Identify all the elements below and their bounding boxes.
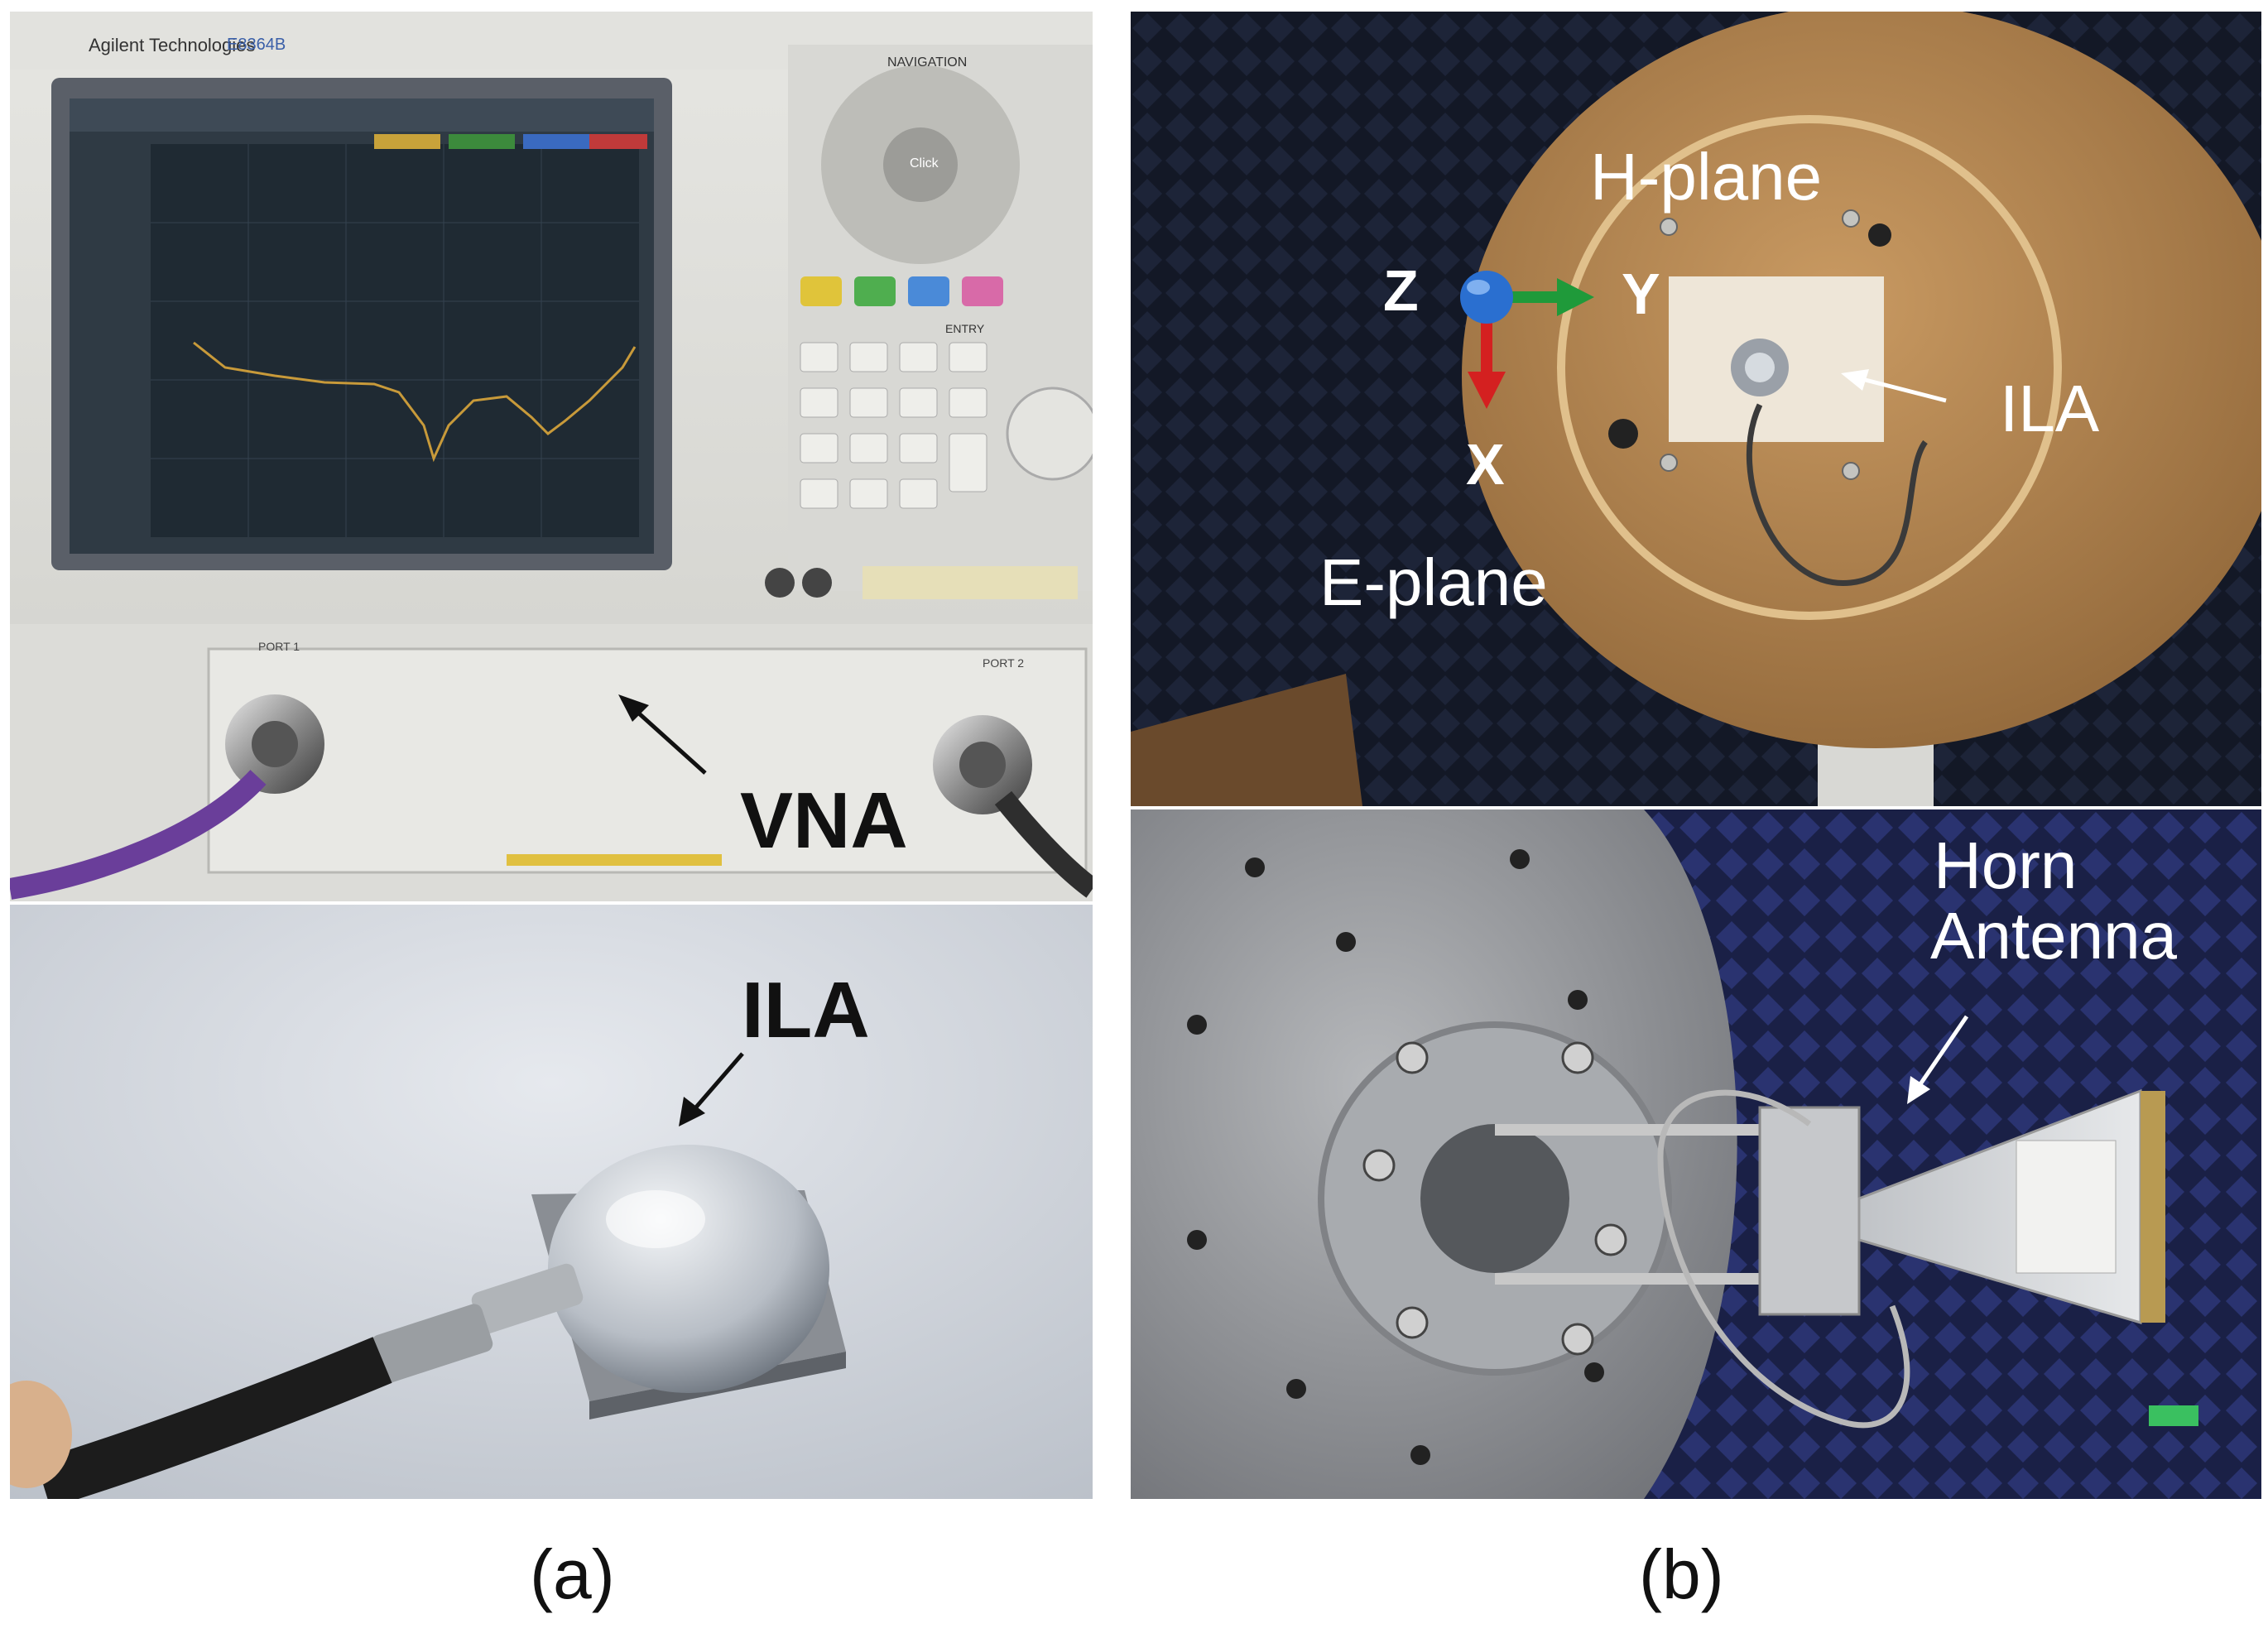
chamber-photo-bottom: Horn Antenna	[1131, 809, 2261, 1499]
chamber-photo-top: H-plane Z Y X ILA E-plane	[1131, 12, 2261, 806]
vna-brand-label: Agilent Technologies	[89, 35, 256, 55]
port1-label: PORT 1	[258, 640, 300, 653]
port2-label: PORT 2	[983, 656, 1025, 670]
ila-annotation-b: ILA	[2000, 372, 2100, 445]
caption-a: (a)	[530, 1535, 615, 1613]
caption-b: (b)	[1639, 1535, 1724, 1613]
ila-annotation-a: ILA	[742, 966, 870, 1054]
horn-label-line2: Antenna	[1930, 899, 2178, 973]
horn-label-line1: Horn	[1934, 829, 2078, 902]
nav-click-label: Click	[910, 156, 939, 171]
vna-annotation: VNA	[740, 776, 908, 865]
vna-photo: Agilent Technologies E8364B NAVIGATION C…	[10, 12, 1093, 901]
axis-y-label: Y	[1622, 262, 1660, 326]
axis-z-label: Z	[1383, 258, 1419, 323]
axis-x-label: X	[1466, 432, 1505, 497]
vna-model-label: E8364B	[227, 36, 286, 54]
ila-photo: ILA	[10, 905, 1093, 1499]
e-plane-label: E-plane	[1319, 545, 1548, 619]
h-plane-label: H-plane	[1590, 140, 1823, 214]
entry-title-label: ENTRY	[945, 322, 985, 335]
nav-title-label: NAVIGATION	[887, 55, 968, 70]
